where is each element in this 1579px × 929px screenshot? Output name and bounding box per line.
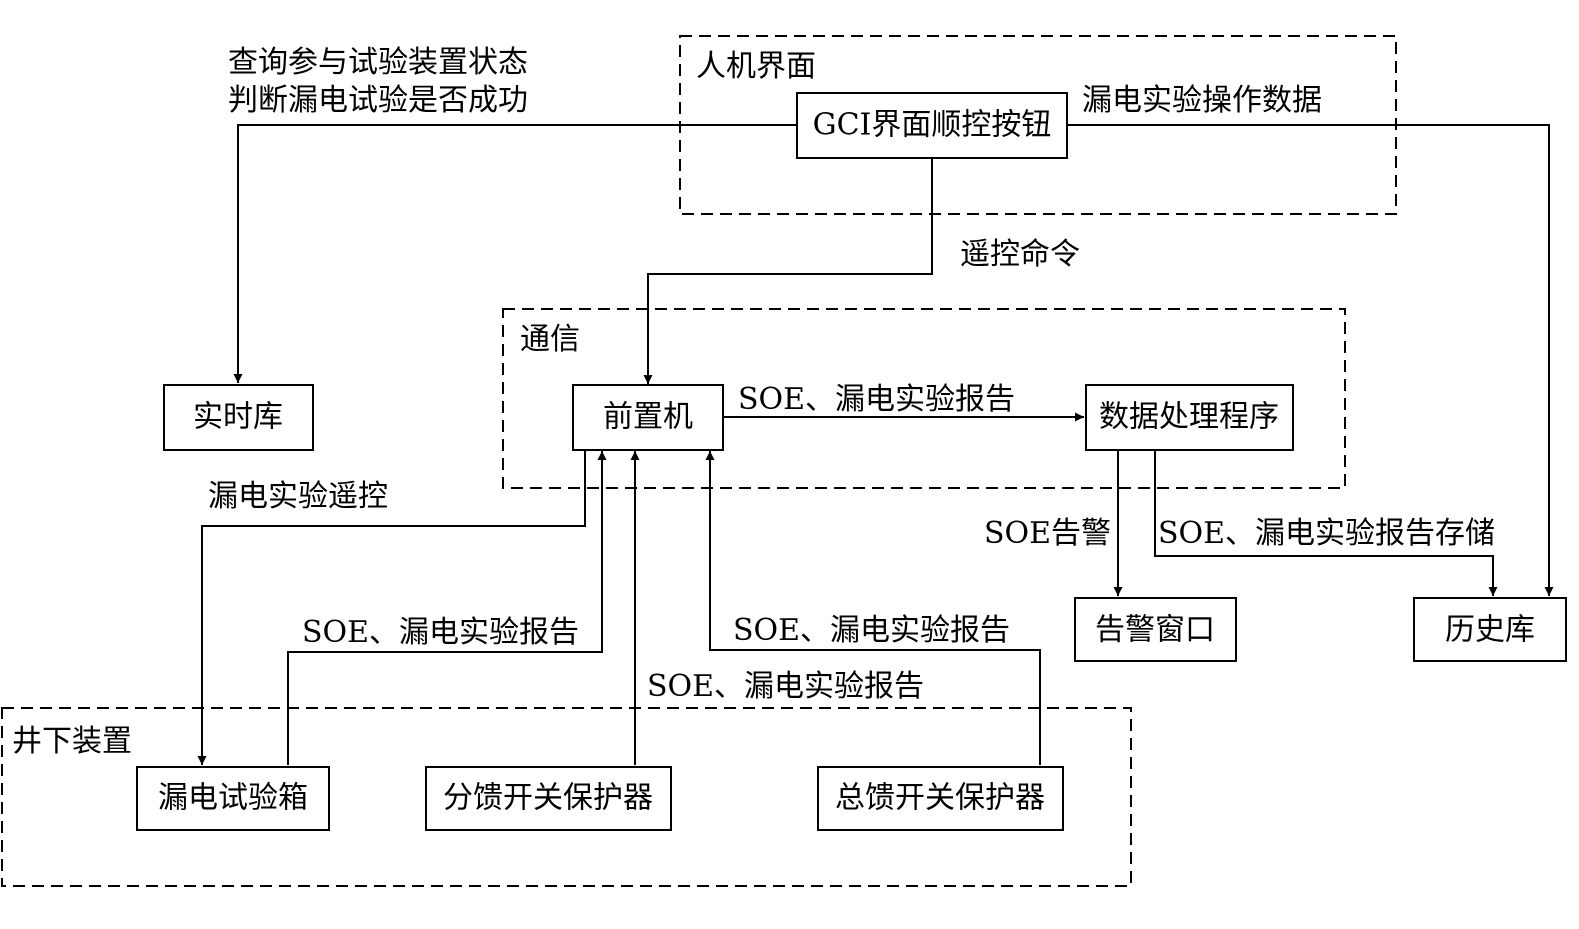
soe-report-store-label: SOE、漏电实验报告存储 bbox=[1158, 516, 1495, 551]
soe-alarm-label: SOE告警 bbox=[984, 516, 1111, 551]
gci-button-label: GCI界面顺控按钮 bbox=[813, 108, 1052, 143]
gci-button-box bbox=[796, 92, 1068, 159]
edge-leak-box-to-front-end bbox=[287, 451, 607, 765]
front-end-label: 前置机 bbox=[603, 400, 693, 435]
edge-main-to-front-end bbox=[705, 451, 1041, 765]
branch-protector-label: 分馈开关保护器 bbox=[443, 781, 653, 816]
comm-group-frame bbox=[502, 308, 1346, 489]
soe-report-branch-label: SOE、漏电实验报告 bbox=[647, 669, 924, 704]
leak-test-box-label: 漏电试验箱 bbox=[158, 781, 308, 816]
query-status-label: 查询参与试验装置状态 bbox=[228, 45, 528, 80]
edge-gci-to-front-end bbox=[643, 158, 933, 384]
realtime-db-box bbox=[163, 384, 314, 451]
soe-report-box-label: SOE、漏电实验报告 bbox=[302, 615, 579, 650]
edge-gci-to-history-db bbox=[1067, 124, 1554, 596]
edge-gci-to-realtime-db bbox=[233, 124, 797, 383]
leak-remote-label: 漏电实验遥控 bbox=[208, 479, 388, 514]
alarm-window-label: 告警窗口 bbox=[1095, 613, 1215, 648]
judge-success-label: 判断漏电试验是否成功 bbox=[228, 83, 528, 118]
data-processing-box bbox=[1085, 384, 1294, 451]
main-protector-box bbox=[817, 766, 1064, 831]
main-protector-label: 总馈开关保护器 bbox=[835, 781, 1045, 816]
branch-protector-box bbox=[425, 766, 672, 831]
leak-test-box-box bbox=[136, 766, 330, 831]
edge-data-processing-to-history-db bbox=[1154, 450, 1498, 596]
hmi-group-label: 人机界面 bbox=[696, 49, 816, 84]
edge-front-end-to-leak-box bbox=[197, 450, 586, 765]
comm-group-label: 通信 bbox=[520, 322, 580, 357]
realtime-db-label: 实时库 bbox=[193, 400, 283, 435]
history-db-label: 历史库 bbox=[1445, 613, 1535, 648]
soe-report-main-label: SOE、漏电实验报告 bbox=[733, 613, 1010, 648]
remote-cmd-label: 遥控命令 bbox=[960, 237, 1080, 272]
underground-group-frame bbox=[1, 707, 1132, 887]
history-db-box bbox=[1413, 597, 1567, 662]
soe-report-front-end-label: SOE、漏电实验报告 bbox=[738, 382, 1015, 417]
alarm-window-box bbox=[1074, 597, 1237, 662]
data-processing-label: 数据处理程序 bbox=[1099, 400, 1279, 435]
underground-group-label: 井下装置 bbox=[12, 724, 132, 759]
front-end-box bbox=[572, 384, 724, 451]
leak-op-data-label: 漏电实验操作数据 bbox=[1082, 83, 1322, 118]
